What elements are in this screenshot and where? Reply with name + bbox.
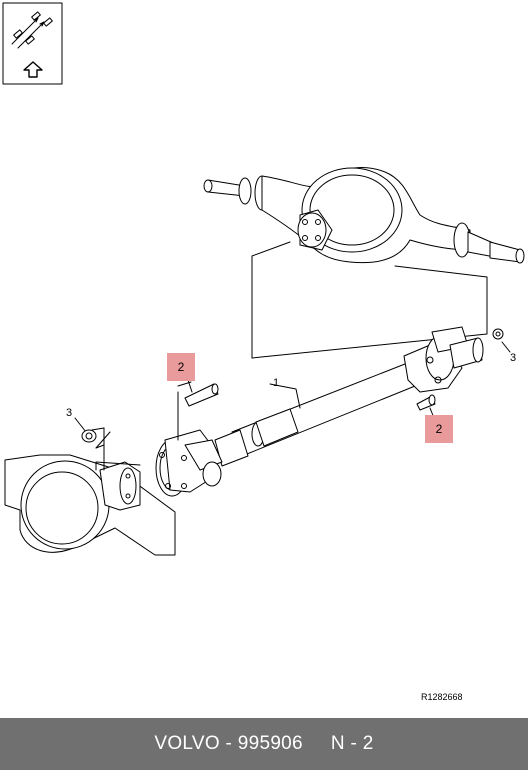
callout-bolt-rear: 2 <box>425 415 453 443</box>
front-nut <box>81 429 97 443</box>
reference-code: R1282668 <box>421 692 463 702</box>
callout-bolt-front: 2 <box>167 353 195 381</box>
front-universal-joint <box>155 429 223 497</box>
footer-position: N - 2 <box>330 733 374 754</box>
footer-part-ref: VOLVO - 995906 <box>154 733 303 754</box>
propeller-shaft-diagram <box>2 2 525 556</box>
leader-frame <box>251 241 488 359</box>
rear-axle-housing <box>203 167 525 264</box>
label-nut-rear: 3 <box>510 352 517 364</box>
propeller-shaft <box>214 361 421 467</box>
vehicle-orientation-icon <box>2 2 63 85</box>
label-propeller-shaft: 1 <box>273 377 280 389</box>
label-nut-front: 3 <box>66 407 73 419</box>
transfer-case-housing <box>4 431 176 556</box>
front-fastener-leaders <box>74 373 219 471</box>
rear-universal-joint <box>403 326 484 393</box>
footer-bar: VOLVO - 995906 N - 2 <box>0 718 528 770</box>
